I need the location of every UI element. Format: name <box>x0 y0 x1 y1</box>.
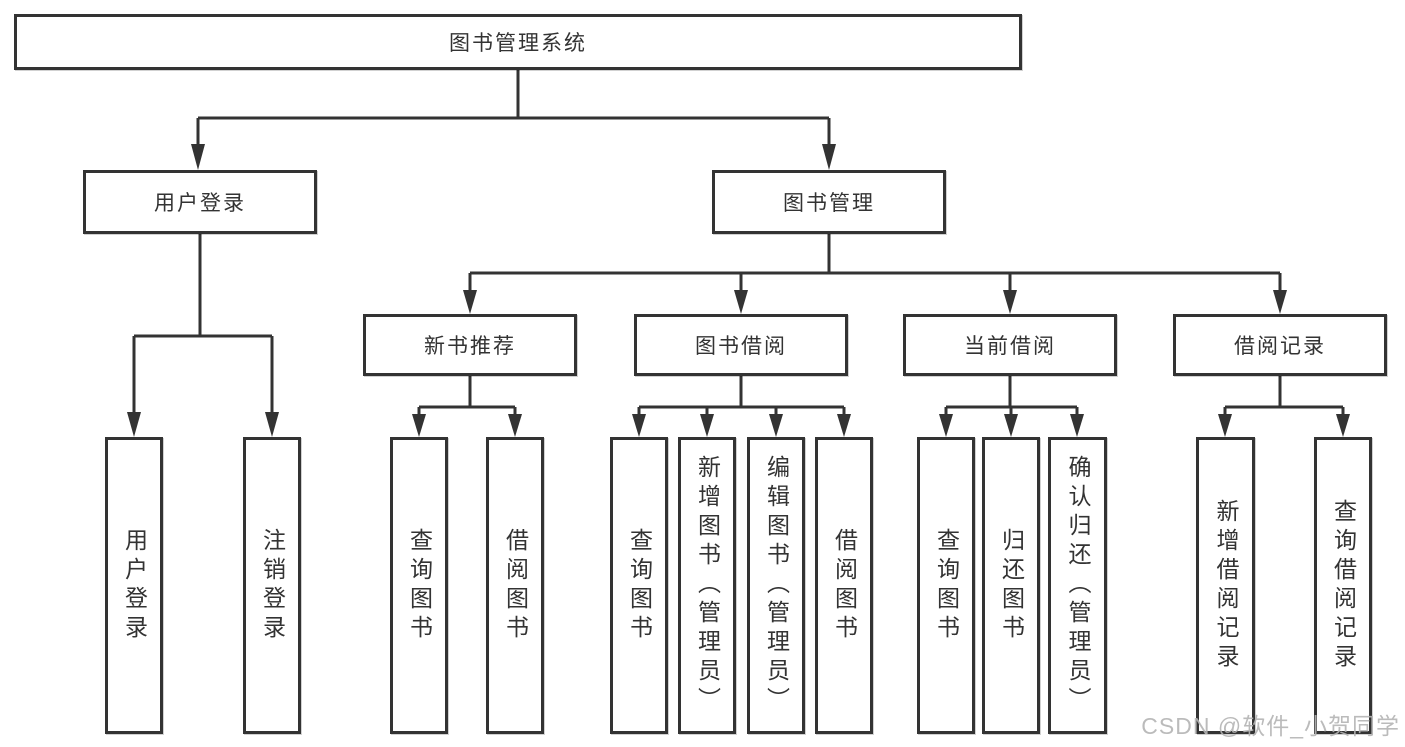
node-user-login: 用户登录 <box>83 170 317 234</box>
node-new-book-recommend-label: 新书推荐 <box>424 335 516 358</box>
node-leaf-borrow-book-label: 借阅图书 <box>831 527 858 644</box>
node-leaf-query-books-current: 查询图书 <box>917 437 975 734</box>
node-current-borrowing: 当前借阅 <box>903 314 1117 376</box>
node-book-borrowing: 图书借阅 <box>634 314 848 376</box>
node-leaf-confirm-return-admin-label: 确认归还（管理员） <box>1065 455 1091 716</box>
node-leaf-query-borrow-record: 查询借阅记录 <box>1314 437 1372 734</box>
node-borrowing-records: 借阅记录 <box>1173 314 1387 376</box>
node-leaf-edit-book-admin: 编辑图书（管理员） <box>747 437 805 734</box>
node-user-login-label: 用户登录 <box>154 192 246 215</box>
csdn-watermark: CSDN @软件_小贺同学 <box>1141 713 1400 739</box>
node-new-book-recommend: 新书推荐 <box>363 314 577 376</box>
node-book-management: 图书管理 <box>712 170 946 234</box>
node-root-label: 图书管理系统 <box>449 32 587 55</box>
node-leaf-query-books-recommend: 查询图书 <box>390 437 448 734</box>
node-leaf-query-books-recommend-label: 查询图书 <box>406 527 433 644</box>
node-leaf-user-login-label: 用户登录 <box>121 527 148 644</box>
node-leaf-borrow-book: 借阅图书 <box>815 437 873 734</box>
node-leaf-return-book: 归还图书 <box>982 437 1040 734</box>
node-leaf-add-book-admin: 新增图书（管理员） <box>678 437 736 734</box>
node-book-borrowing-label: 图书借阅 <box>695 335 787 358</box>
node-leaf-add-borrow-record: 新增借阅记录 <box>1196 437 1255 734</box>
node-leaf-borrow-books-recommend: 借阅图书 <box>486 437 544 734</box>
node-leaf-query-books-borrowing-label: 查询图书 <box>626 527 653 644</box>
node-leaf-add-book-admin-label: 新增图书（管理员） <box>694 455 721 716</box>
node-leaf-query-books-borrowing: 查询图书 <box>610 437 668 734</box>
node-leaf-query-books-current-label: 查询图书 <box>933 527 960 644</box>
node-leaf-query-borrow-record-label: 查询借阅记录 <box>1330 498 1357 673</box>
node-root: 图书管理系统 <box>14 14 1022 70</box>
node-leaf-logout-label: 注销登录 <box>259 527 286 644</box>
node-leaf-return-book-label: 归还图书 <box>998 527 1025 644</box>
node-leaf-add-borrow-record-label: 新增借阅记录 <box>1213 498 1239 673</box>
node-leaf-edit-book-admin-label: 编辑图书（管理员） <box>763 455 790 716</box>
node-current-borrowing-label: 当前借阅 <box>964 335 1056 358</box>
node-borrowing-records-label: 借阅记录 <box>1234 335 1326 358</box>
node-leaf-user-login: 用户登录 <box>105 437 163 734</box>
node-leaf-borrow-books-recommend-label: 借阅图书 <box>502 527 529 644</box>
node-book-management-label: 图书管理 <box>783 192 875 215</box>
node-leaf-confirm-return-admin: 确认归还（管理员） <box>1048 437 1107 734</box>
node-leaf-logout: 注销登录 <box>243 437 301 734</box>
